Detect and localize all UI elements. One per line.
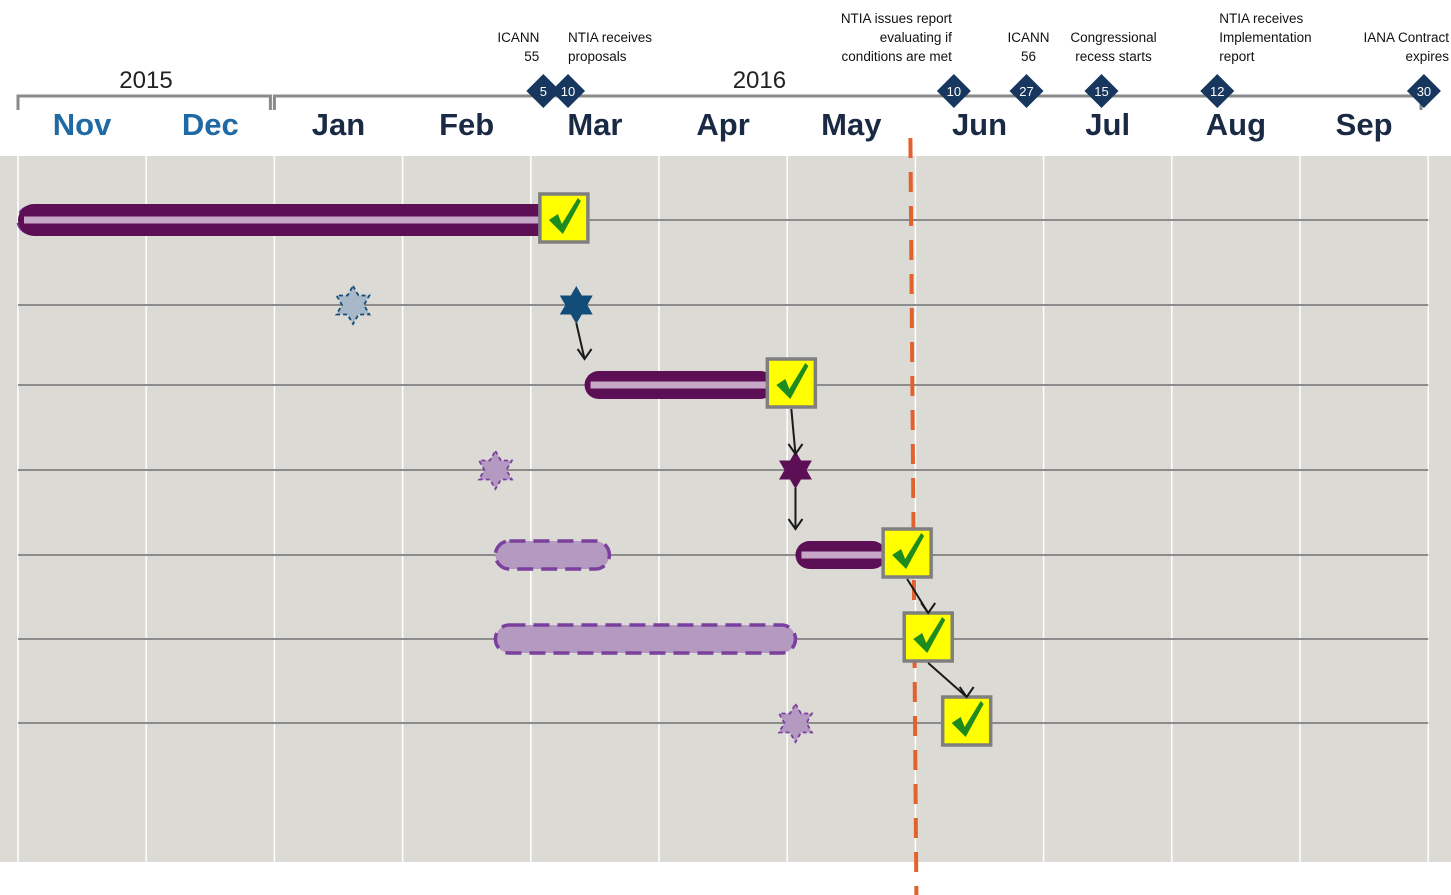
event-day: 10 — [561, 84, 575, 99]
event-day: 10 — [947, 84, 961, 99]
arrow-head — [576, 348, 593, 361]
event-label: Implementation — [1219, 30, 1311, 45]
event-day: 30 — [1417, 84, 1431, 99]
month-label: Nov — [53, 107, 112, 142]
event-label: NTIA receives — [568, 30, 652, 45]
event-label: 56 — [1021, 49, 1036, 64]
check-mark-icon — [913, 617, 946, 653]
event-label: NTIA issues report — [841, 11, 952, 26]
planned-milestone-star — [334, 284, 371, 326]
dependency-arrow — [787, 408, 804, 456]
event-label: ICANN — [497, 30, 539, 45]
event-label: expires — [1405, 49, 1449, 64]
month-label: Apr — [696, 107, 749, 142]
event-diamond — [1200, 74, 1235, 108]
event-label: recess starts — [1075, 49, 1152, 64]
month-label: Jan — [312, 107, 365, 142]
dependency-arrow — [927, 662, 975, 699]
arrow-head — [920, 602, 937, 615]
dependency-arrow — [575, 322, 593, 361]
event-diamond — [526, 74, 561, 108]
check-box — [940, 695, 993, 747]
event-label: report — [1219, 49, 1255, 64]
event-diamond — [1009, 74, 1044, 108]
event-day: 15 — [1094, 84, 1108, 99]
event-label: Congressional — [1070, 30, 1156, 45]
check-box-square — [881, 527, 933, 579]
today-marker-line — [908, 137, 919, 895]
arrow-shaft — [790, 408, 797, 455]
actual-milestone-star — [559, 286, 593, 324]
month-label: Jun — [952, 107, 1007, 142]
event-label: IANA Contract — [1363, 30, 1449, 45]
month-label: Aug — [1206, 107, 1266, 142]
dependency-arrow — [787, 488, 804, 531]
year-label: 2015 — [119, 67, 172, 94]
actual-bar-core — [801, 551, 887, 559]
month-label: Mar — [567, 107, 622, 142]
month-label: May — [821, 107, 882, 142]
check-box — [765, 357, 818, 409]
event-label: proposals — [568, 49, 627, 64]
arrow-shaft — [575, 322, 586, 360]
event-label: 55 — [524, 49, 539, 64]
month-label: Dec — [182, 107, 239, 142]
event-label: conditions are met — [842, 49, 953, 64]
event-diamond — [1084, 74, 1119, 108]
planned-bar — [493, 623, 798, 655]
event-label: NTIA receives — [1219, 11, 1303, 26]
month-label: Sep — [1336, 107, 1393, 142]
actual-milestone-star — [779, 451, 812, 489]
event-day: 5 — [540, 84, 547, 99]
check-mark-icon — [548, 198, 581, 234]
month-label: Jul — [1085, 107, 1130, 142]
check-box — [881, 527, 933, 579]
plot-background — [0, 156, 1451, 862]
planned-bar — [493, 539, 612, 571]
event-day: 27 — [1019, 84, 1033, 99]
event-label: evaluating if — [880, 30, 952, 45]
actual-bar-core — [590, 381, 775, 389]
year-bracket — [16, 94, 272, 110]
arrow-head — [787, 443, 804, 456]
actual-bar-core — [24, 216, 556, 224]
event-label: ICANN — [1007, 30, 1049, 45]
arrow-head — [787, 518, 804, 531]
planned-milestone-star — [777, 702, 814, 744]
event-diamond — [936, 74, 971, 108]
event-day: 12 — [1210, 84, 1224, 99]
check-mark-icon — [892, 533, 925, 569]
event-diamond — [1406, 74, 1441, 108]
check-box — [902, 611, 954, 663]
arrow-shaft — [927, 662, 968, 698]
arrow-head — [958, 686, 975, 699]
event-diamond — [551, 74, 586, 108]
check-box — [538, 192, 590, 244]
check-mark-icon — [951, 701, 984, 737]
month-label: Feb — [439, 107, 494, 142]
year-label: 2016 — [733, 67, 786, 94]
planned-milestone-star — [477, 449, 514, 491]
dependency-arrow — [906, 578, 937, 615]
check-mark-icon — [776, 363, 809, 399]
